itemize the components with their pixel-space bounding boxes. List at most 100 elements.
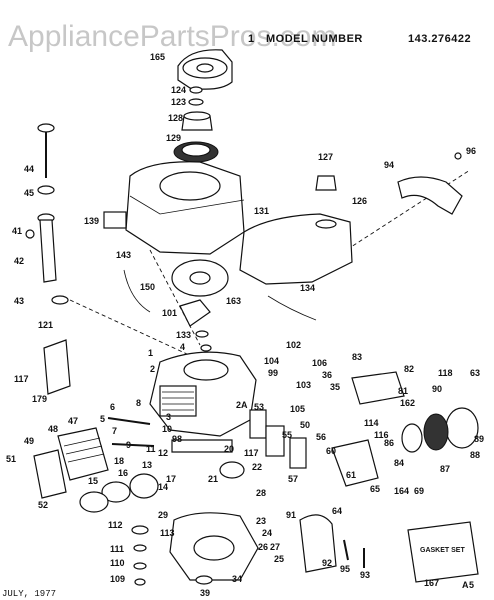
footer-date: JULY, 1977 bbox=[2, 589, 56, 599]
fuel-line bbox=[267, 295, 317, 321]
callout-133: 133 bbox=[176, 330, 191, 340]
callout-9: 9 bbox=[126, 440, 131, 450]
callout-21: 21 bbox=[208, 474, 218, 484]
assembly-dash-line bbox=[149, 249, 201, 346]
callout-86: 86 bbox=[384, 438, 394, 448]
tube-screw bbox=[25, 229, 35, 239]
callout-41: 41 bbox=[12, 226, 22, 236]
callout-35: 35 bbox=[330, 382, 340, 392]
cylinder-block bbox=[149, 351, 257, 437]
callout-65: 65 bbox=[370, 484, 380, 494]
callout-113: 113 bbox=[160, 528, 175, 538]
callout-103: 103 bbox=[296, 380, 311, 390]
callout-128: 128 bbox=[168, 113, 183, 123]
heat-shield bbox=[43, 339, 71, 395]
callout-23: 23 bbox=[256, 516, 266, 526]
washer-133 bbox=[195, 330, 209, 338]
assembly-dash-line bbox=[69, 299, 201, 361]
callout-110: 110 bbox=[110, 558, 125, 568]
callout-15: 15 bbox=[88, 476, 98, 486]
air-cleaner bbox=[401, 407, 479, 453]
callout-14: 14 bbox=[158, 482, 168, 492]
callout-162: 162 bbox=[400, 398, 415, 408]
callout-114: 114 bbox=[364, 418, 379, 428]
cylinder-head bbox=[57, 427, 109, 481]
intake-screen bbox=[103, 211, 127, 229]
key-4 bbox=[200, 344, 212, 352]
callout-56: 56 bbox=[316, 432, 326, 442]
callout-63: 63 bbox=[470, 368, 480, 378]
callout-150: 150 bbox=[140, 282, 155, 292]
callout-89: 89 bbox=[474, 434, 484, 444]
callout-82: 82 bbox=[404, 364, 414, 374]
callout-117b: 117 bbox=[244, 448, 259, 458]
callout-106: 106 bbox=[312, 358, 327, 368]
callout-5: 5 bbox=[100, 414, 105, 424]
piston-assembly bbox=[79, 473, 159, 513]
callout-179: 179 bbox=[32, 394, 47, 404]
callout-4: 4 bbox=[180, 342, 185, 352]
callout-93: 93 bbox=[360, 570, 370, 580]
crankshaft bbox=[171, 439, 233, 453]
callout-69: 69 bbox=[414, 486, 424, 496]
callout-44: 44 bbox=[24, 164, 34, 174]
callout-118: 118 bbox=[438, 368, 453, 378]
model-number: 143.276422 bbox=[408, 33, 471, 45]
callout-2A: 2A bbox=[236, 400, 248, 410]
callout-29: 29 bbox=[158, 510, 168, 520]
callout-105: 105 bbox=[290, 404, 305, 414]
washer-34 bbox=[195, 575, 213, 585]
sheet-code: A5 bbox=[462, 580, 475, 590]
callout-55: 55 bbox=[282, 430, 292, 440]
head-shield bbox=[33, 449, 67, 499]
callout-24: 24 bbox=[262, 528, 272, 538]
callout-121: 121 bbox=[38, 320, 53, 330]
callout-91: 91 bbox=[286, 510, 296, 520]
callout-94: 94 bbox=[384, 160, 394, 170]
callout-25: 25 bbox=[274, 554, 284, 564]
bolt-95 bbox=[343, 539, 349, 561]
callout-139: 139 bbox=[84, 216, 99, 226]
callout-53: 53 bbox=[254, 402, 264, 412]
model-header: 1 MODEL NUMBER 143.276422 bbox=[248, 33, 471, 45]
fuel-cap bbox=[315, 175, 337, 191]
oil-fill-tube bbox=[37, 213, 69, 305]
callout-167: 167 bbox=[424, 578, 439, 588]
drain-plug-stack bbox=[131, 525, 149, 586]
callout-2: 2 bbox=[150, 364, 155, 374]
callout-3: 3 bbox=[166, 412, 171, 422]
callout-116: 116 bbox=[374, 430, 389, 440]
callout-42: 42 bbox=[14, 256, 24, 266]
callout-48: 48 bbox=[48, 424, 58, 434]
callout-10: 10 bbox=[162, 424, 172, 434]
callout-45: 45 bbox=[24, 188, 34, 198]
callout-47: 47 bbox=[68, 416, 78, 426]
gasket-set-label: GASKET SET bbox=[420, 547, 465, 554]
screw-96 bbox=[454, 152, 462, 160]
callout-36: 36 bbox=[322, 370, 332, 380]
callout-99: 99 bbox=[268, 368, 278, 378]
callout-60: 60 bbox=[326, 446, 336, 456]
cam-gear bbox=[219, 461, 245, 479]
crankcase-cover bbox=[169, 512, 259, 581]
ignition-coil bbox=[179, 299, 211, 327]
fuel-tank bbox=[239, 213, 353, 285]
callout-102: 102 bbox=[286, 340, 301, 350]
callout-143: 143 bbox=[116, 250, 131, 260]
callout-20: 20 bbox=[224, 444, 234, 454]
blower-housing bbox=[125, 161, 245, 255]
callout-51: 51 bbox=[6, 454, 16, 464]
callout-22: 22 bbox=[252, 462, 262, 472]
callout-123: 123 bbox=[171, 97, 186, 107]
callout-34: 34 bbox=[232, 574, 242, 584]
callout-163: 163 bbox=[226, 296, 241, 306]
callout-17: 17 bbox=[166, 474, 176, 484]
callout-61: 61 bbox=[346, 470, 356, 480]
callout-43: 43 bbox=[14, 296, 24, 306]
callout-129: 129 bbox=[166, 133, 181, 143]
control-bracket bbox=[397, 176, 463, 215]
callout-64: 64 bbox=[332, 506, 342, 516]
valve-7 bbox=[111, 443, 155, 447]
callout-49: 49 bbox=[24, 436, 34, 446]
